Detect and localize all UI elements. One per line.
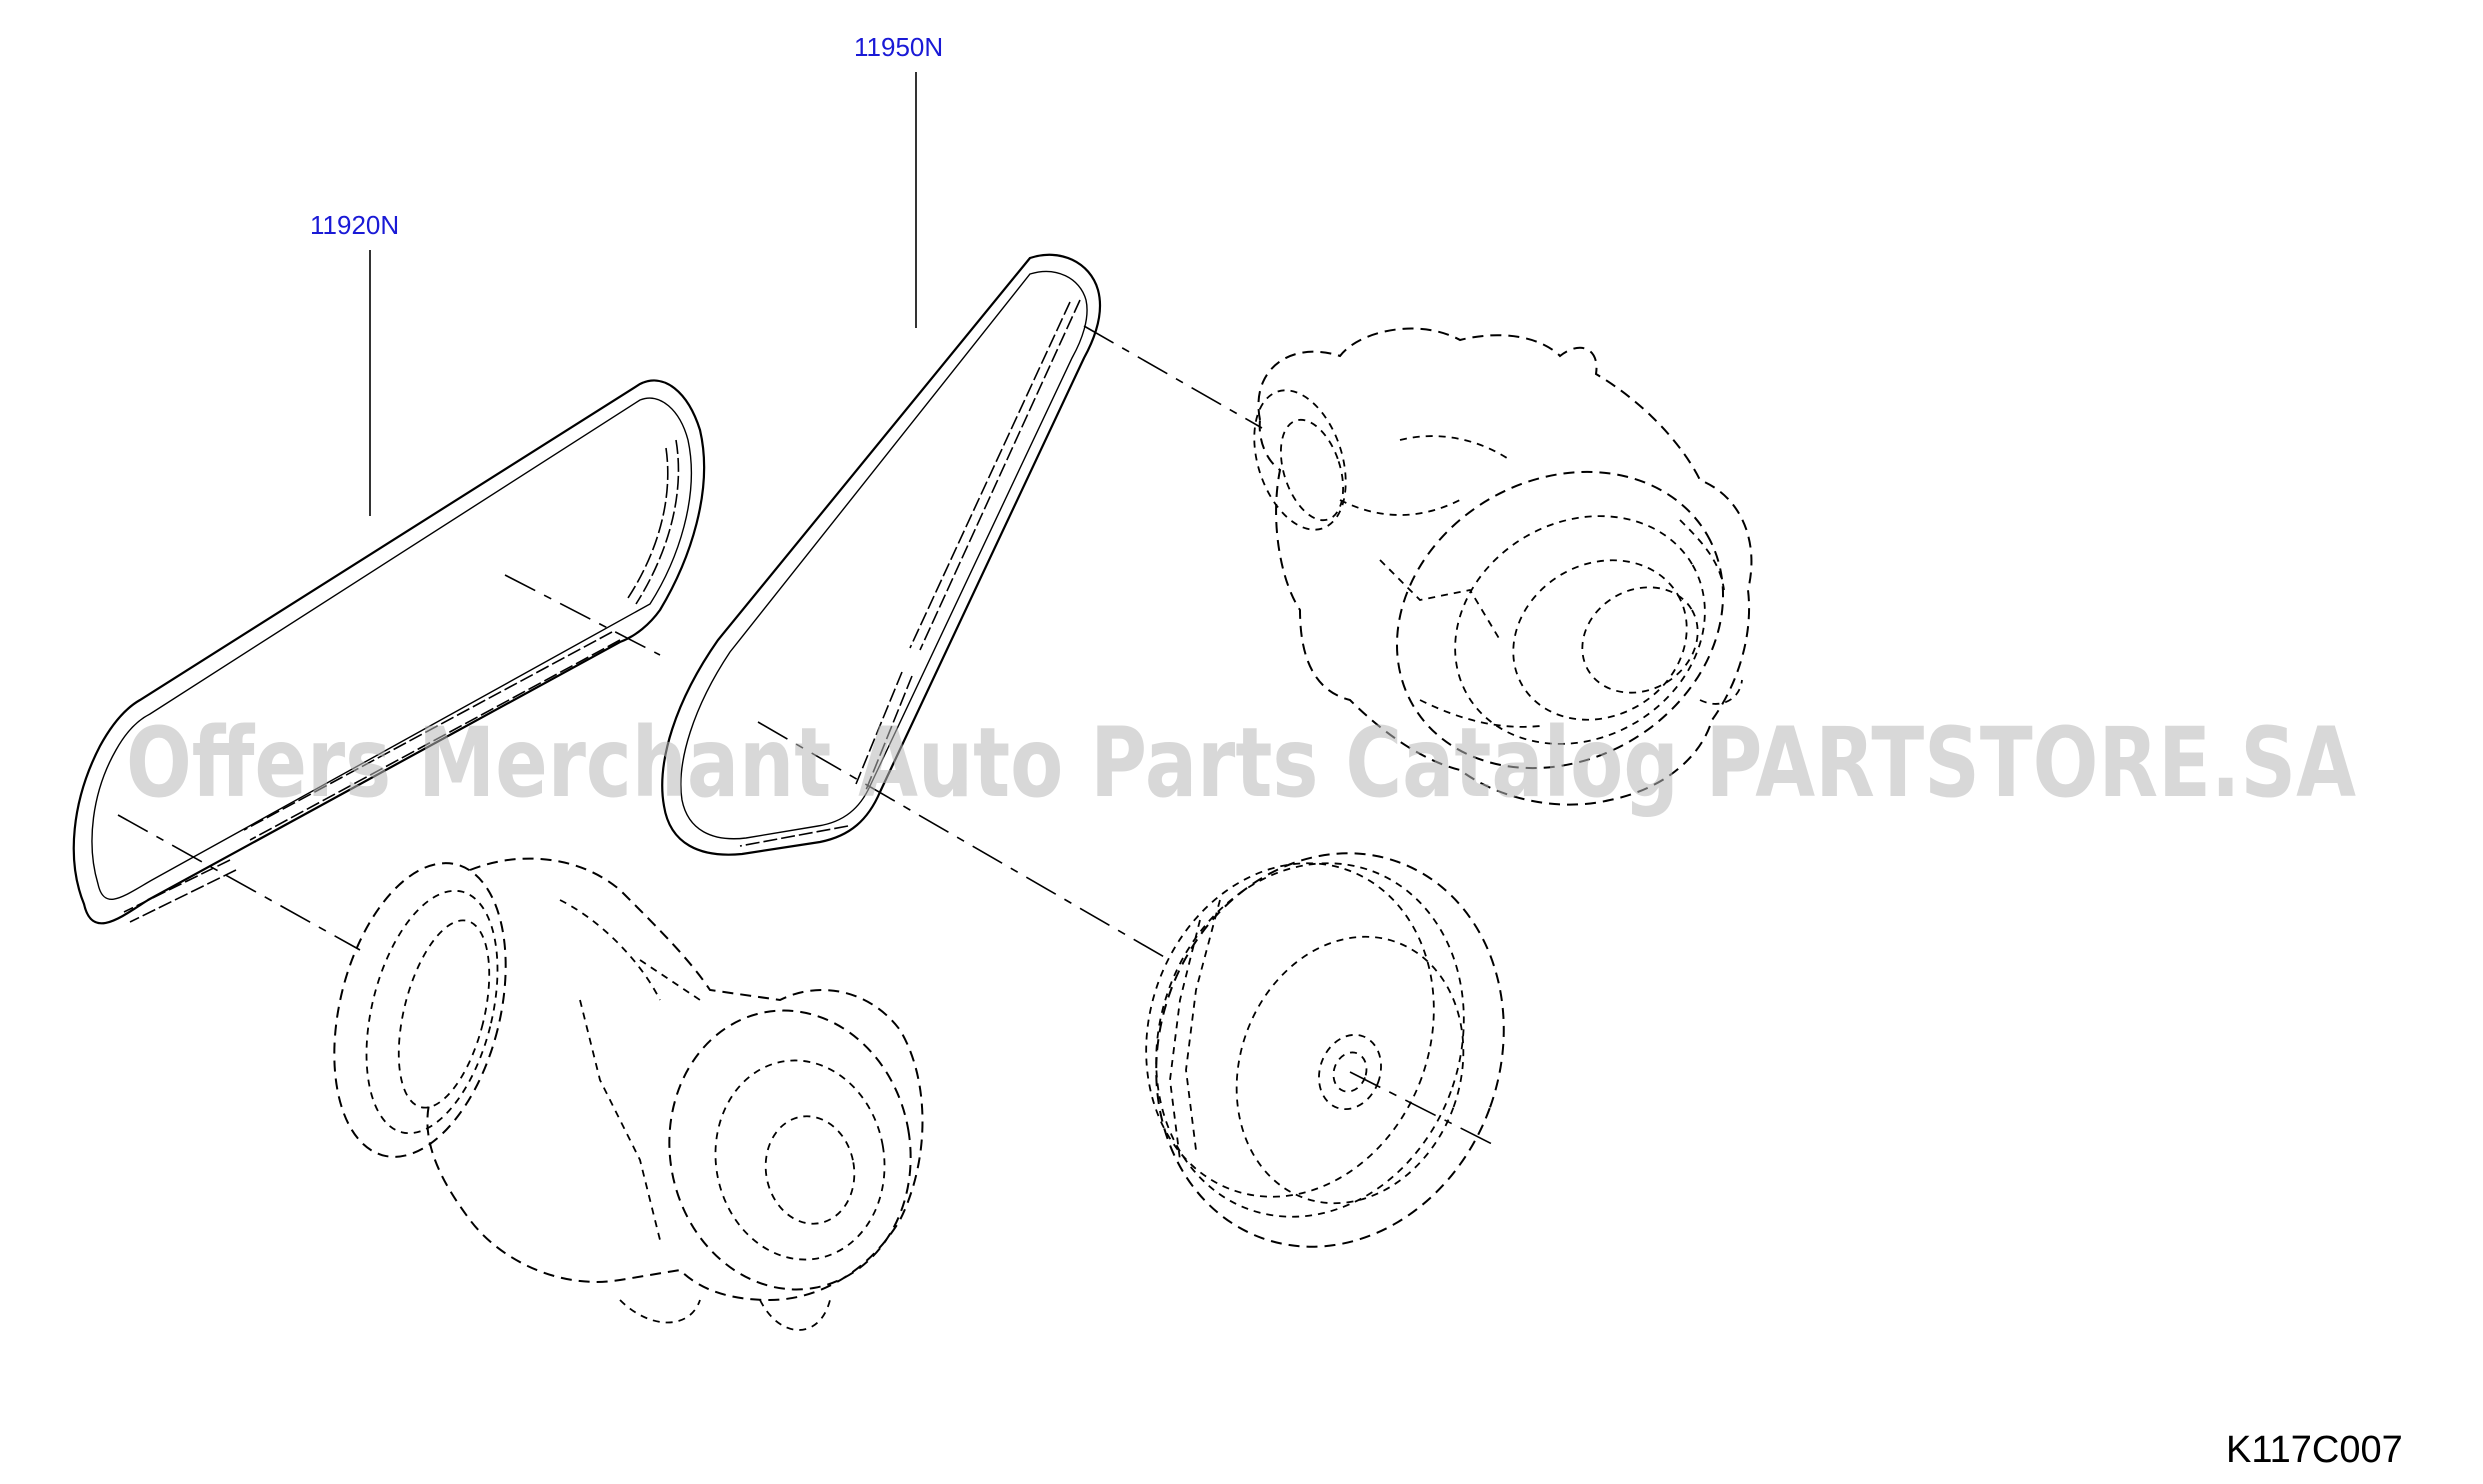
illustration-code: K117C007 [2226, 1429, 2403, 1471]
alternator [1253, 327, 1753, 806]
part-number-11920n[interactable]: 11920N [310, 210, 399, 240]
watermark-text: Offers Merchant Auto Parts Catalog PARTS… [126, 707, 2356, 819]
center-lines [117, 325, 1497, 1147]
crankshaft-pulley [1145, 852, 1505, 1248]
part-number-11950n[interactable]: 11950N [854, 32, 943, 62]
drive-belt-11950n[interactable] [661, 253, 1102, 856]
ac-compressor [333, 857, 924, 1331]
drive-belt-11920n[interactable] [72, 379, 706, 925]
